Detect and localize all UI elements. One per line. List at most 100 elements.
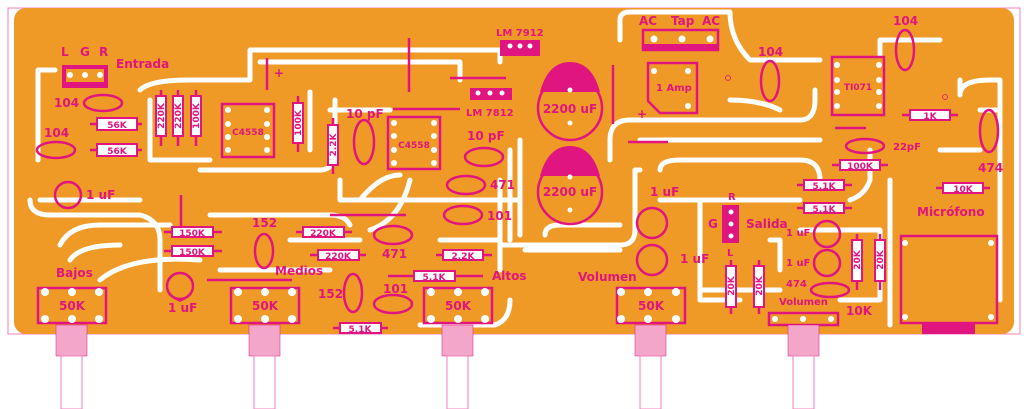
ic-c4558: C4558 — [386, 115, 442, 171]
svg-text:2.2K: 2.2K — [452, 252, 476, 262]
svg-text:C4558: C4558 — [232, 128, 264, 138]
cap-2200uf: 2200 uF — [536, 62, 604, 142]
pot-treble-label: Altos — [492, 269, 527, 283]
pot-mid-label: Medios — [275, 264, 323, 278]
cap-1uf-label: 1 uF — [680, 252, 709, 266]
cap-471-label: 471 — [382, 247, 407, 261]
output-label: Salida — [746, 217, 788, 231]
resistor-20k: 20K — [753, 260, 765, 314]
pin-label-g: G — [80, 45, 90, 59]
pot-mic-volume[interactable] — [767, 311, 840, 409]
svg-text:220K: 220K — [310, 229, 337, 239]
resistor-5k1: 5.1K — [388, 270, 483, 283]
cap-104-label: 104 — [54, 96, 79, 110]
resistor-220k: 220K — [155, 90, 167, 146]
cap-101-label: 101 — [383, 282, 408, 296]
pot-mid[interactable]: 50K — [229, 286, 301, 409]
cap-104 — [82, 93, 124, 113]
pin-label-r: R — [99, 45, 108, 59]
cap-104 — [35, 140, 77, 160]
cap-1uf-label: 1 uF — [650, 185, 679, 199]
resistor-20k: 20K — [874, 234, 886, 290]
svg-text:220K: 220K — [174, 102, 184, 129]
pot-treble[interactable]: 50K — [422, 286, 494, 409]
output-pin-r: R — [728, 192, 736, 203]
cap-10pf-label: 10 pF — [346, 107, 384, 121]
pot-volume[interactable]: 50K — [615, 286, 687, 409]
resistor-5k1: 5.1K — [797, 202, 852, 215]
cap-471 — [445, 174, 487, 196]
resistor-10k: 10K — [936, 182, 990, 195]
svg-text:5.1K: 5.1K — [349, 325, 373, 335]
ic-tl071: TI071 — [830, 55, 886, 117]
cap-101 — [372, 293, 414, 315]
cap-104 — [894, 28, 916, 72]
cap-152 — [342, 272, 364, 314]
output-pin-l: L — [727, 248, 734, 259]
resistor-20k: 20K — [851, 234, 863, 290]
svg-text:150K: 150K — [179, 229, 206, 239]
pot-bass[interactable]: 50K — [36, 286, 108, 409]
svg-text:50K: 50K — [59, 299, 86, 313]
svg-text:100K: 100K — [294, 109, 304, 136]
cap-101-label: 101 — [487, 209, 512, 223]
output-connector — [722, 205, 739, 243]
resistor-56k: 56K — [90, 117, 142, 131]
resistor-220k: 220K — [296, 226, 352, 239]
cap-1uf-label: 1 uF — [86, 188, 115, 202]
svg-text:50K: 50K — [445, 299, 472, 313]
resistor-100k: 100K — [832, 159, 888, 172]
svg-text:5.1K: 5.1K — [813, 182, 837, 192]
polarity-plus: + — [274, 66, 284, 80]
mic-label: Micrófono — [917, 205, 985, 219]
svg-text:56K: 56K — [107, 147, 128, 157]
cap-104 — [759, 59, 781, 103]
output-pin-g: G — [708, 217, 718, 231]
svg-text:1 Amp: 1 Amp — [656, 83, 692, 94]
cap-474 — [978, 108, 1000, 154]
cap-152-label: 152 — [252, 216, 277, 230]
cap-471-label: 471 — [490, 178, 515, 192]
polarity-plus: + — [637, 107, 647, 121]
svg-text:20K: 20K — [755, 275, 765, 296]
pot-volume-label: Volumen — [578, 270, 637, 284]
resistor-220k: 220K — [310, 249, 366, 262]
cap-471 — [372, 224, 414, 246]
resistor-100k: 100K — [190, 90, 202, 146]
mic-jack — [899, 234, 999, 334]
cap-10pf-label: 10 pF — [467, 129, 505, 143]
copper-board — [14, 8, 1014, 334]
svg-text:AC: AC — [702, 14, 720, 28]
resistor-150k: 150K — [164, 245, 222, 258]
cap-22pf-label: 22pF — [893, 142, 921, 153]
svg-text:220K: 220K — [157, 102, 167, 129]
pot-mic-volume-label: Volumen — [779, 297, 828, 308]
cap-1uf-label: 1 uF — [168, 301, 197, 315]
svg-text:Tap: Tap — [671, 14, 695, 28]
cap-104-label: 104 — [893, 14, 918, 28]
pot-bass-label: Bajos — [56, 266, 93, 280]
bridge-rectifier: 1 Amp — [646, 61, 699, 115]
svg-text:5.1K: 5.1K — [423, 273, 447, 283]
pin-label-l: L — [61, 45, 69, 59]
svg-text:TI071: TI071 — [844, 83, 872, 93]
svg-text:2200 uF: 2200 uF — [543, 185, 597, 199]
svg-text:1K: 1K — [923, 112, 937, 122]
cap-474-label: 474 — [786, 279, 807, 290]
cap-474-label: 474 — [978, 161, 1003, 175]
svg-text:20K: 20K — [853, 249, 863, 270]
svg-text:220K: 220K — [325, 252, 352, 262]
svg-text:2.2K: 2.2K — [329, 133, 339, 157]
ic-c4558: C4558 — [220, 102, 276, 159]
svg-text:AC: AC — [639, 14, 657, 28]
resistor-150k: 150K — [164, 226, 222, 239]
resistor-5k1: 5.1K — [333, 322, 388, 335]
svg-text:LM 7812: LM 7812 — [466, 108, 514, 119]
regulator-lm7912: LM 7912 — [496, 28, 544, 56]
cap-152-label: 152 — [318, 287, 343, 301]
resistor-20k: 20K — [725, 260, 737, 314]
cap-10pf — [352, 118, 376, 166]
resistor-2k2: 2.2K — [327, 118, 339, 174]
svg-text:100K: 100K — [847, 162, 874, 172]
input-label: Entrada — [116, 57, 169, 71]
